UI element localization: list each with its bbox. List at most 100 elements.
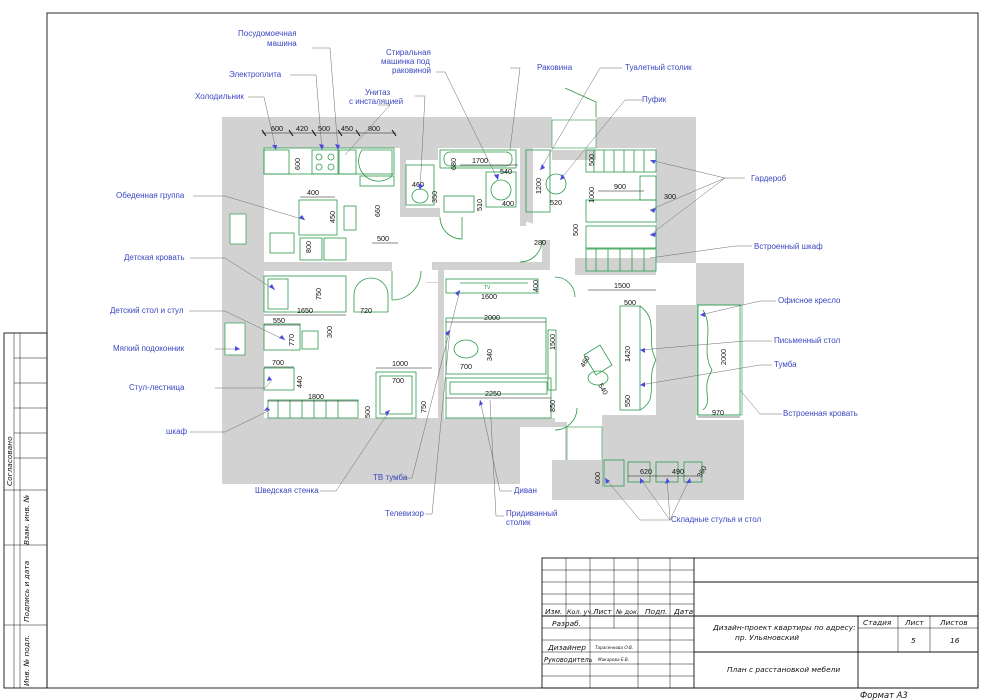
label-built-in-wardrobe: Встроенный шкаф [754, 242, 823, 251]
col-sign: Подп. [645, 607, 667, 616]
side-label-replace: Взам. инв. № [22, 495, 31, 545]
dim-d7: 500 [571, 224, 580, 236]
label-built-in-bed: Встроенная кровать [783, 409, 858, 418]
label-toilet-2: с инсталяцией [349, 97, 403, 106]
sheets-header: Листов [939, 618, 968, 627]
dim-k5: 800 [368, 124, 380, 133]
dim-c8: 440 [295, 376, 304, 388]
kitchen-sink [338, 149, 357, 175]
label-fridge: Холодильник [195, 92, 244, 101]
dim-l8: 850 [548, 400, 557, 412]
pouf [545, 173, 567, 195]
label-wardrobe: Гардероб [751, 174, 787, 183]
corner-cabinet [358, 149, 393, 182]
dim-b6: 510 [475, 199, 484, 211]
dim-c12: 750 [419, 401, 428, 413]
label-side-table-2: столик [506, 518, 531, 527]
side-stamp-frame [3, 332, 48, 689]
label-tv: Телевизор [385, 509, 424, 518]
dim-c4: 550 [273, 316, 285, 325]
col-doc: № док. [615, 608, 639, 616]
dim-c2: 1650 [297, 306, 313, 315]
dim-l5: 700 [460, 362, 472, 371]
built-in-wardrobe [585, 248, 657, 272]
label-kids-bed: Детская кровать [124, 253, 185, 262]
project-line-2: пр. Ульяновский [735, 633, 799, 642]
label-dining: Обеденная группа [116, 191, 185, 200]
dim-d5: 1000 [587, 187, 596, 203]
dim-r5: 550 [623, 395, 632, 407]
dim-l7: 2250 [485, 389, 501, 398]
fridge [263, 149, 290, 175]
dim-c3: 720 [360, 306, 372, 315]
step-stool [263, 367, 295, 391]
label-desk: Письменный стол [774, 336, 840, 345]
sheet-number: 5 [911, 636, 916, 645]
label-washer-2: машинка под [381, 57, 430, 66]
dim-c7: 700 [272, 358, 284, 367]
dim-k6: 600 [293, 158, 302, 170]
dim-k4: 450 [341, 124, 353, 133]
label-pouf: Пуфик [642, 95, 667, 104]
dim-l4: 340 [485, 349, 494, 361]
side-label-signature: Подпись и дата [22, 560, 31, 622]
label-dishwasher-1: Посудомоечная [238, 29, 297, 38]
dim-r1: 500 [624, 298, 636, 307]
kids-table [263, 323, 301, 351]
bathtub [439, 149, 517, 169]
name-designer: Тарасенкова О.В. [595, 645, 633, 650]
floor-plan [222, 87, 744, 500]
dim-d1: 1200 [534, 178, 543, 194]
dim-d2: 520 [550, 198, 562, 207]
office-chair [583, 344, 613, 376]
label-washer-3: раковиной [392, 66, 431, 75]
project-line-1: Дизайн-проект квартиры по адресу: [712, 623, 856, 632]
dining-table [298, 199, 338, 236]
tv-stand [445, 278, 539, 294]
dim-k9: 660 [373, 205, 382, 217]
dim-l6: 1500 [548, 334, 557, 350]
label-dishwasher-2: машина [267, 39, 297, 48]
label-step-stool: Стул-лестница [129, 383, 185, 392]
label-kids-table: Детский стол и стул [110, 306, 184, 315]
side-stamp-grid [4, 333, 47, 688]
label-soft-sill: Мягкий подоконник [113, 344, 185, 353]
dim-k10: 500 [377, 234, 389, 243]
desk [619, 305, 641, 411]
label-sink: Раковина [537, 63, 573, 72]
label-washer-1: Стиральная [386, 48, 431, 57]
label-folding: Складные стулья и стол [671, 515, 762, 524]
swedish-wall [375, 371, 417, 419]
label-stove: Электроплита [229, 70, 282, 79]
dim-c9: 1800 [308, 392, 324, 401]
dim-p3: 490 [672, 467, 684, 476]
sheets-total: 16 [950, 636, 960, 645]
dim-d9: 1500 [614, 281, 630, 290]
dim-c1: 750 [314, 288, 323, 300]
dim-d3: 500 [587, 154, 596, 166]
dim-d4: 900 [614, 182, 626, 191]
dim-c5: 770 [287, 334, 296, 346]
dim-r6: 2000 [719, 349, 728, 365]
label-dresser: Туалетный столик [625, 63, 692, 72]
label-swedish-wall: Шведская стенка [255, 486, 319, 495]
label-cabinet: шкаф [166, 427, 188, 436]
dim-b2: 350 [430, 191, 439, 203]
dim-d8: 280 [534, 238, 546, 247]
col-kol: Кол. уч. [567, 608, 593, 616]
role-dev: Разраб. [552, 619, 581, 628]
dim-b3: 680 [449, 158, 458, 170]
dim-k11: 800 [304, 241, 313, 253]
label-nightstand: Тумба [774, 360, 797, 369]
role-head: Руководитель [544, 656, 593, 664]
dim-p1: 600 [593, 472, 602, 484]
arrowheads [235, 144, 705, 484]
dim-c11: 700 [392, 376, 404, 385]
callouts: Посудомоечная машина Электроплита Холоди… [110, 29, 858, 527]
dim-c10: 1000 [392, 359, 408, 368]
role-designer: Дизайнер [547, 643, 586, 652]
side-label-agreed: Согласовано [5, 436, 14, 486]
wardrobe [585, 149, 657, 173]
dim-k7: 400 [307, 188, 319, 197]
